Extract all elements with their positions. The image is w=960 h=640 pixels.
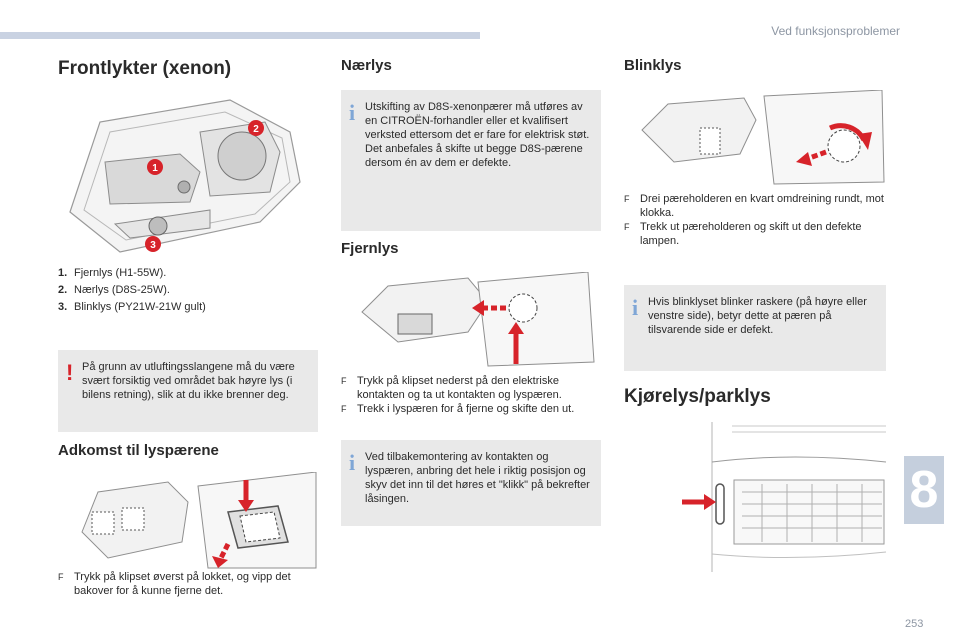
instruction-item: F Trykk på klipset øverst på lokket, og … xyxy=(58,570,310,598)
bullet-symbol: F xyxy=(624,194,630,204)
page-number: 253 xyxy=(905,618,924,630)
legend-text: Blinklys (PY21W-21W gult) xyxy=(74,301,206,313)
info-text: Det anbefales å skifte ut begge D8S-pære… xyxy=(365,143,583,169)
main-beam-instructions: F Trykk på klipset nederst på den elektr… xyxy=(341,374,601,416)
info-text: Hvis blinklyset blinker raskere (på høyr… xyxy=(648,296,867,336)
svg-text:3: 3 xyxy=(150,240,156,251)
instruction-item: F Drei pæreholderen en kvart omdreining … xyxy=(624,192,886,220)
instruction-text: Trekk i lyspæren for å fjerne og skifte … xyxy=(357,403,575,415)
info-icon: i xyxy=(349,450,356,475)
legend-text: Fjernlys (H1-55W). xyxy=(74,267,167,279)
headlamp-diagram: 1 2 3 xyxy=(69,99,301,253)
callout-3: 3 xyxy=(145,236,161,252)
access-diagram xyxy=(81,472,317,569)
instruction-item: F Trekk i lyspæren for å fjerne og skift… xyxy=(341,402,601,416)
legend-num: 3. xyxy=(58,301,68,313)
legend-text: Nærlys (D8S-25W). xyxy=(74,284,170,296)
bullet-symbol: F xyxy=(341,376,347,386)
instruction-text: Trykk på klipset nederst på den elektris… xyxy=(357,375,562,401)
bullet-symbol: F xyxy=(58,572,64,582)
legend-num: 1. xyxy=(58,267,68,279)
legend-item: 3. Blinklys (PY21W-21W gult) xyxy=(58,299,318,316)
info-icon: i xyxy=(349,100,356,125)
info-box-refit: i Ved tilbakemontering av kontakten og l… xyxy=(341,440,601,526)
section-title-headlamps: Frontlykter (xenon) xyxy=(58,58,232,79)
indicator-diagram xyxy=(641,90,885,185)
instruction-item: F Trykk på klipset nederst på den elektr… xyxy=(341,374,601,402)
info-icon: i xyxy=(632,295,639,320)
info-box-indicator: i Hvis blinklyset blinker raskere (på hø… xyxy=(624,285,886,371)
info-text: Ved tilbakemontering av kontakten og lys… xyxy=(365,451,590,505)
bulb-legend: 1. Fjernlys (H1-55W). 2. Nærlys (D8S-25W… xyxy=(58,265,318,316)
bullet-symbol: F xyxy=(624,222,630,232)
instruction-item: F Trekk ut pæreholderen og skift ut den … xyxy=(624,220,886,248)
section-title-dipped-beam: Nærlys xyxy=(341,57,392,74)
instruction-text: Trekk ut pæreholderen og skift ut den de… xyxy=(640,221,862,247)
legend-num: 2. xyxy=(58,284,68,296)
svg-text:2: 2 xyxy=(253,124,259,135)
drl-diagram xyxy=(682,422,887,572)
svg-text:1: 1 xyxy=(152,163,158,174)
info-text: Utskifting av D8S-xenonpærer må utføres … xyxy=(365,101,590,141)
section-title-indicator: Blinklys xyxy=(624,57,682,74)
indicator-instructions: F Drei pæreholderen en kvart omdreining … xyxy=(624,192,886,248)
callout-1: 1 xyxy=(147,159,163,175)
access-instructions: F Trykk på klipset øverst på lokket, og … xyxy=(58,570,310,598)
instruction-text: Trykk på klipset øverst på lokket, og vi… xyxy=(74,571,291,597)
section-title-access: Adkomst til lyspærene xyxy=(58,442,219,459)
warning-box: ! På grunn av utluftingsslangene må du v… xyxy=(58,350,318,432)
legend-item: 1. Fjernlys (H1-55W). xyxy=(58,265,318,282)
chapter-tab: 8 xyxy=(904,456,944,524)
header-bar xyxy=(0,32,480,39)
bullet-symbol: F xyxy=(341,404,347,414)
callout-2: 2 xyxy=(248,120,264,136)
info-box-xenon: i Utskifting av D8S-xenonpærer må utføre… xyxy=(341,90,601,231)
section-title-main-beam: Fjernlys xyxy=(341,240,399,257)
warning-icon: ! xyxy=(66,360,74,385)
instruction-text: Drei pæreholderen en kvart omdreining ru… xyxy=(640,193,884,219)
section-title-drl: Kjørelys/parklys xyxy=(624,386,771,407)
legend-item: 2. Nærlys (D8S-25W). xyxy=(58,282,318,299)
warning-text: På grunn av utluftingsslangene må du vær… xyxy=(82,361,295,401)
main-beam-diagram xyxy=(361,272,595,367)
chapter-title: Ved funksjonsproblemer xyxy=(771,24,900,38)
